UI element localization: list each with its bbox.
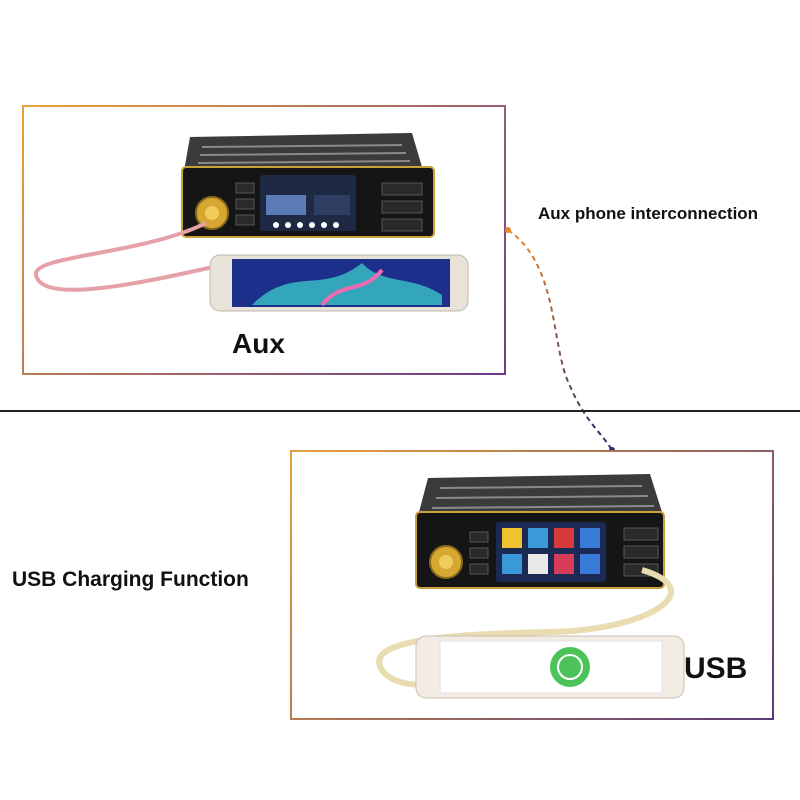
usb-cable bbox=[376, 567, 674, 688]
radio-screen bbox=[260, 175, 356, 231]
aux-illustration bbox=[34, 133, 469, 312]
connector-dashed-line bbox=[505, 227, 615, 453]
radio-chassis bbox=[184, 133, 422, 171]
usb-illustration bbox=[376, 474, 685, 699]
aux-cable bbox=[34, 221, 223, 292]
aux-description: Aux phone interconnection bbox=[538, 204, 759, 223]
usb-label: USB bbox=[684, 652, 748, 685]
aux-label: Aux bbox=[232, 328, 285, 359]
connector-dot-start bbox=[505, 227, 511, 233]
radio-chassis bbox=[418, 474, 662, 516]
section-divider bbox=[0, 410, 800, 412]
charging-circle-icon bbox=[550, 647, 590, 687]
usb-description: USB Charging Function bbox=[12, 568, 249, 591]
radio-screen bbox=[496, 522, 606, 582]
